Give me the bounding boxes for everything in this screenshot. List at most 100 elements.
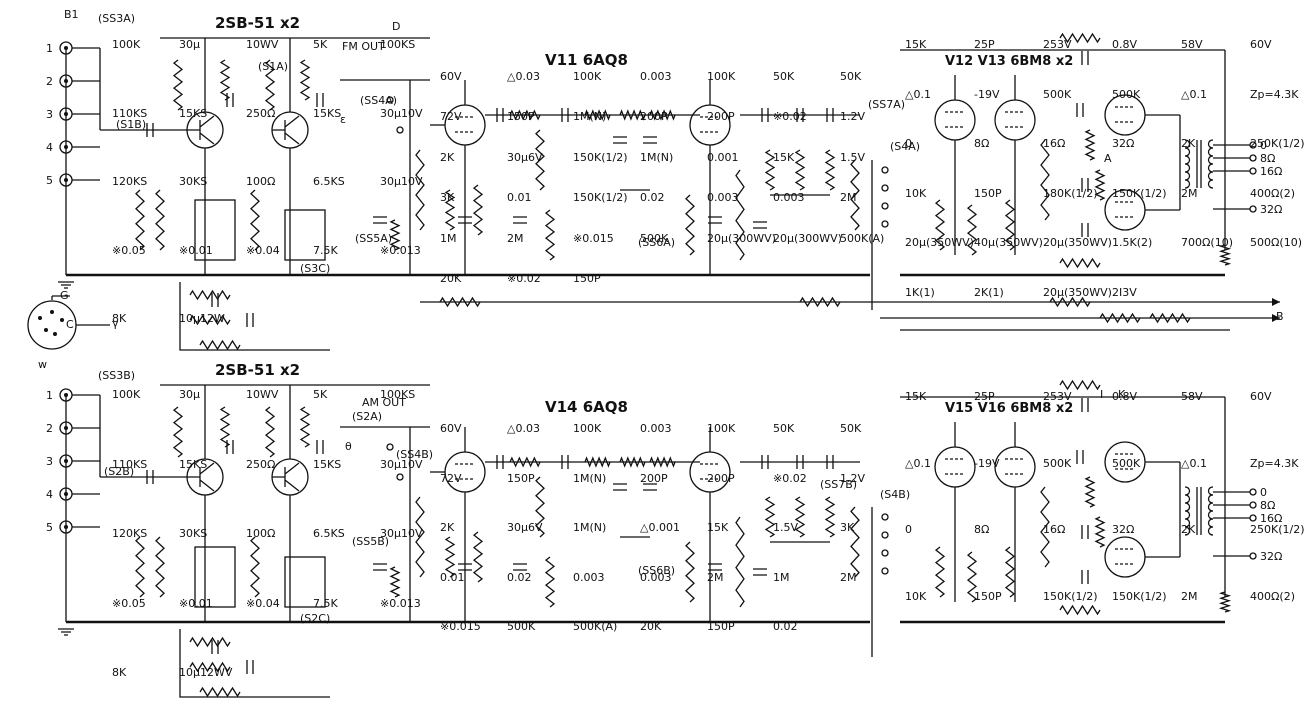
component-value: 60V [440,70,462,83]
capacitor [211,293,219,307]
component-value: 0.8V [1112,390,1137,403]
capacitor [826,108,834,122]
component-value: 1M(N) [573,521,606,534]
component-value: 20K [440,272,462,285]
component-value: 15K [905,38,927,51]
component-value: 250K(1/2) [1250,137,1305,150]
component-value: 50K [773,70,795,83]
resistor [189,636,231,648]
resistor [764,149,776,191]
resistor [135,536,145,598]
bus-label: θ [345,440,352,453]
jack-pin [64,492,68,496]
component-value: 0.8V [1112,38,1137,51]
resistor [189,289,231,301]
component-value: 16Ω [1043,137,1065,150]
resistor [584,456,611,468]
component-value: 1M(N) [640,151,673,164]
component-value: 58V [1181,38,1203,51]
resistor [1218,591,1232,613]
component-value: 150P [507,110,535,123]
transistor-leads [272,115,300,145]
switch-label: (S4A) [890,140,920,153]
component-value: 60V [1250,38,1272,51]
output-tube-title: V12 V13 6BM8 x2 [945,54,1073,69]
emitter-network [284,209,326,261]
capacitor [1081,178,1089,192]
resistor [472,531,484,583]
arrow [1272,298,1280,306]
component-value: 1.5K(2) [1112,236,1152,249]
component-value: 500K [1043,88,1072,101]
component-value: 0 [905,137,912,150]
capacitor [211,640,219,654]
speaker-terminal [1249,488,1257,496]
component-value: 30μ10V [380,527,423,540]
component-value: 2K [1181,523,1196,536]
component-value: 1.5V [840,151,865,164]
speaker-label: 32Ω [1260,203,1282,216]
jack [59,41,73,55]
selector-contact [881,166,889,174]
speaker-label: 0 [1260,486,1267,499]
resistor [685,541,695,603]
jack [59,74,73,88]
speaker-terminal [1249,205,1257,213]
resistor [199,686,241,698]
resistor [1084,129,1096,161]
am-out-label: AM OUT [362,396,406,409]
jack-label: 1 [46,389,53,402]
selector-contact [881,567,889,575]
component-value: 10K [905,590,927,603]
component-value: 1K(1) [905,286,935,299]
resistor [1040,486,1050,568]
component-value: Zp=4.3K [1250,457,1299,470]
component-value: 150P [573,272,601,285]
component-value: ※0.02 [773,110,807,123]
component-value: ※0.02 [773,472,807,485]
resistor [649,456,676,468]
capacitor [753,568,767,576]
resistor [1040,139,1050,221]
component-value: 110KS [112,107,147,120]
tube-grid [1005,111,1025,128]
component-value: 500K(A) [573,620,617,633]
speaker-terminal [1249,154,1257,162]
speaker-terminal [1249,552,1257,560]
switch-label: (S2A) [352,410,382,423]
component-value: ※0.01 [179,597,213,610]
switch-label: (S1A) [258,60,288,73]
capacitor [1076,450,1084,464]
resistor [735,169,745,261]
component-value: 1M(N) [573,110,606,123]
schematic-wiring [51,37,1280,698]
din-pin [38,316,42,320]
resistor [764,496,776,538]
component-value: 2M [707,571,724,584]
component-value: 10WV [246,38,279,51]
component-value: 10μ12WV [179,666,233,679]
component-value: ※0.04 [246,244,280,257]
capacitor [513,216,527,224]
component-value: 20μ(350WV) [1043,286,1112,299]
speaker-label: 0 [1260,139,1267,152]
component-value: 250Ω [246,458,275,471]
component-value: 500K [1043,457,1072,470]
component-value: ※0.05 [112,597,146,610]
component-value: 15KS [179,107,207,120]
bus-label: ε [340,113,346,126]
bus-label: B [1276,310,1284,323]
component-value: 30KS [179,527,207,540]
resistor [619,456,646,468]
resistor [1084,476,1096,508]
component-value: 15K [707,521,729,534]
resistor [850,506,860,578]
capacitor [146,470,154,484]
bus-label: K [1118,388,1126,401]
resistor [1004,199,1016,251]
bus-label: A [1104,152,1112,165]
jack-label: 4 [46,141,53,154]
component-value: △0.03 [507,70,540,83]
capacitor [1081,51,1089,65]
transistor-title: 2SB-51 x2 [215,361,300,379]
